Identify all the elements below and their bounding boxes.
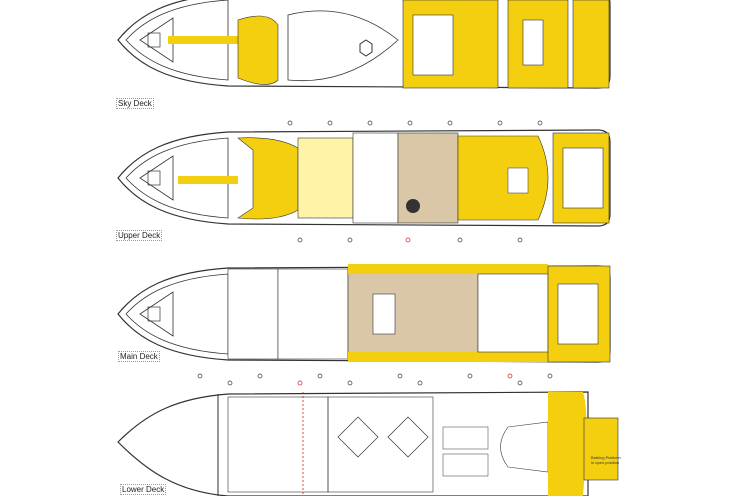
dimension-markers [197, 120, 553, 386]
bathing-platform-label: Bathing Platform in open position [591, 455, 621, 465]
sky-deck-label: Sky Deck [116, 98, 154, 109]
lower-deck-plan [117, 391, 619, 496]
main-deck-plan [117, 264, 611, 363]
sky-deck-plan [117, 0, 611, 89]
upper-deck-plan [117, 129, 611, 227]
upper-deck-label: Upper Deck [116, 230, 163, 241]
main-deck-label: Main Deck [118, 351, 160, 362]
lower-deck-label: Lower Deck [120, 484, 167, 495]
